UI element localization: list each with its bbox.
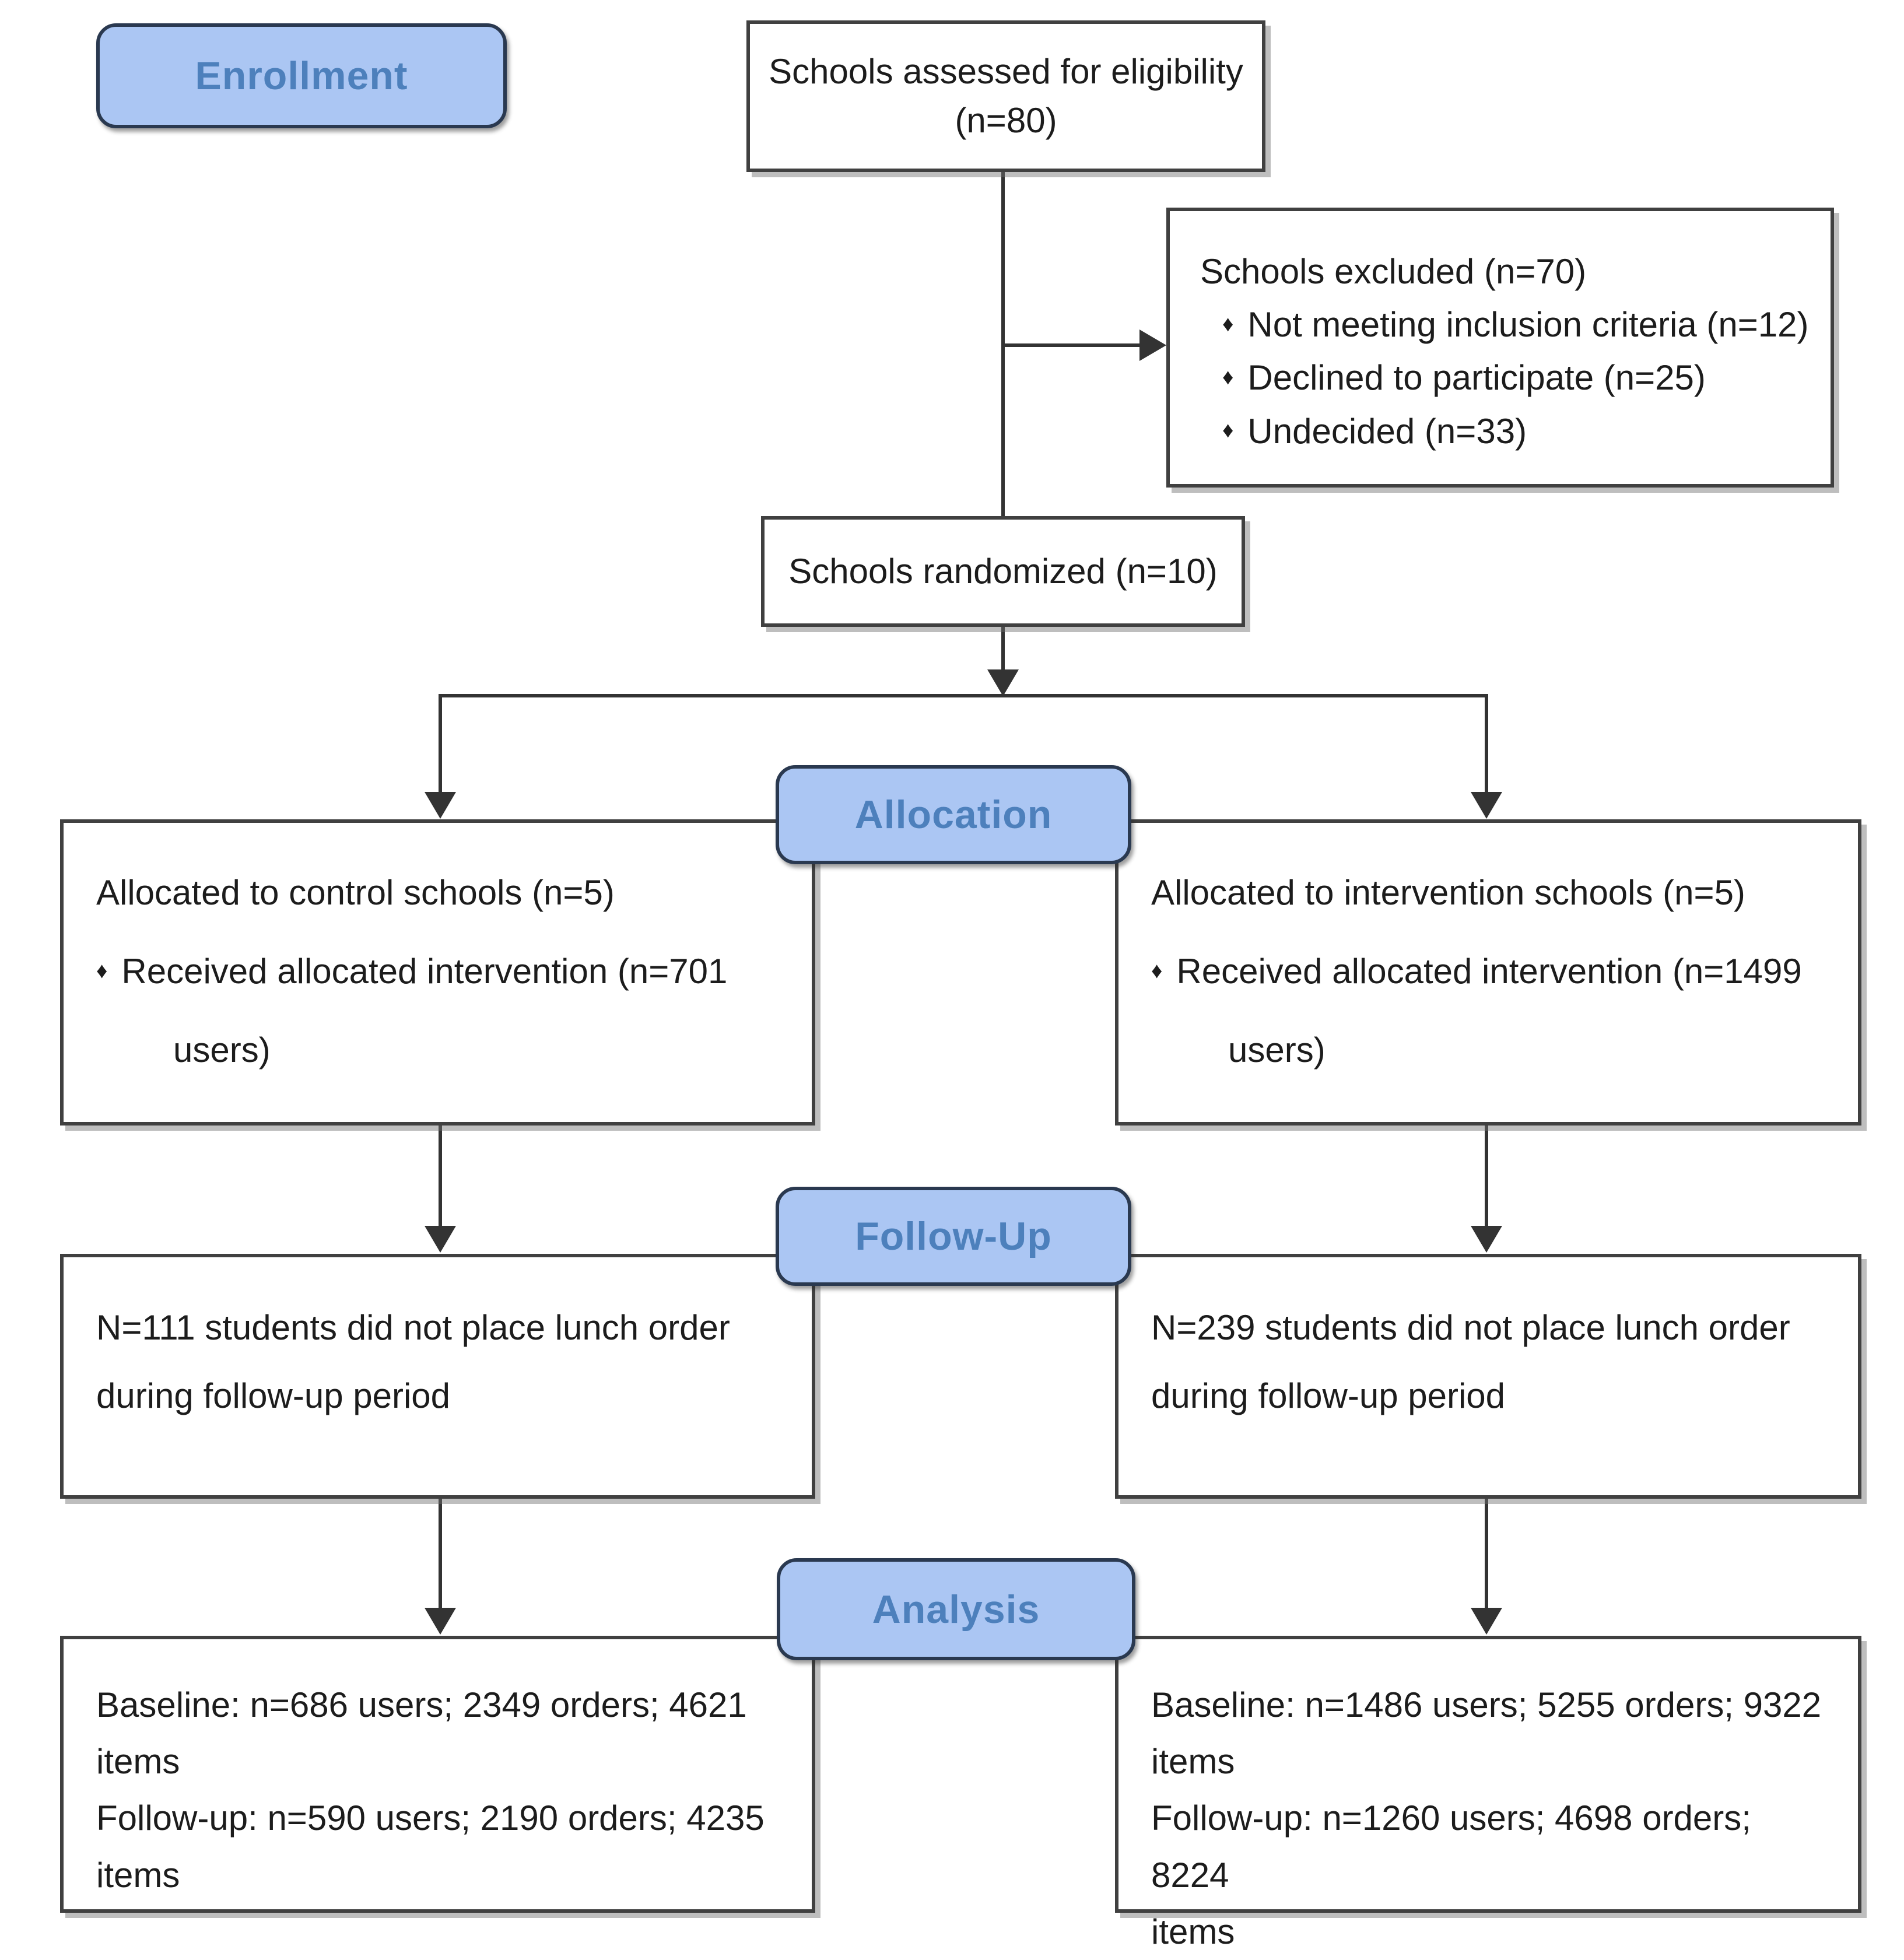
arrowhead-into-intervention-allocation [1471, 792, 1502, 819]
arrowhead-into-split [987, 669, 1019, 696]
box-allocated-control: Allocated to control schools (n=5) ♦ Rec… [60, 819, 815, 1125]
diamond-bullet-icon: ♦ [96, 958, 108, 983]
analysis-control-line1: Baseline: n=686 users; 2349 orders; 4621 [96, 1685, 747, 1724]
analysis-intervention-line4: items [1151, 1912, 1235, 1951]
alloc-control-bullet-row: ♦ Received allocated intervention (n=701 [96, 932, 784, 1011]
analysis-intervention-line3: Follow-up: n=1260 users; 4698 orders; 82… [1151, 1798, 1751, 1895]
connector-branch-to-excluded [1001, 343, 1140, 347]
randomized-label: Schools randomized (n=10) [788, 552, 1218, 591]
stage-pill-analysis: Analysis [777, 1558, 1135, 1660]
diamond-bullet-icon: ♦ [1222, 311, 1234, 336]
connector-split-to-control [439, 694, 442, 794]
analysis-intervention-line2: items [1151, 1742, 1235, 1782]
excluded-bullet-row: ♦ Not meeting inclusion criteria (n=12) [1200, 298, 1819, 351]
alloc-intervention-bullet-cont: users) [1228, 1030, 1326, 1070]
box-followup-control: N=111 students did not place lunch order… [60, 1254, 815, 1499]
stage-pill-enrollment: Enrollment [96, 23, 507, 128]
arrowhead-into-intervention-analysis [1471, 1608, 1502, 1635]
box-followup-intervention: N=239 students did not place lunch order… [1115, 1254, 1861, 1499]
connector-intervention-allocation-to-followup [1485, 1125, 1488, 1229]
diamond-bullet-icon: ♦ [1222, 365, 1234, 390]
arrowhead-into-control-allocation [425, 792, 456, 819]
arrowhead-into-control-followup [425, 1226, 456, 1253]
arrowhead-into-control-analysis [425, 1608, 456, 1635]
stage-pill-allocation: Allocation [776, 765, 1131, 864]
arrowhead-into-excluded [1139, 329, 1166, 361]
split-line [440, 694, 1488, 697]
box-analysis-control: Baseline: n=686 users; 2349 orders; 4621… [60, 1636, 815, 1913]
followup-intervention-line1: N=239 students did not place lunch order [1151, 1308, 1790, 1347]
excluded-bullet-1: Not meeting inclusion criteria (n=12) [1247, 305, 1809, 345]
stage-label-allocation: Allocation [854, 793, 1053, 837]
stage-label-enrollment: Enrollment [195, 54, 408, 98]
stage-pill-followup: Follow-Up [776, 1187, 1131, 1286]
assessed-line1: Schools assessed for eligibility [769, 52, 1243, 91]
box-schools-assessed: Schools assessed for eligibility (n=80) [746, 20, 1265, 172]
connector-intervention-followup-to-analysis [1485, 1499, 1488, 1611]
connector-control-followup-to-analysis [439, 1499, 442, 1611]
stage-label-analysis: Analysis [872, 1587, 1040, 1632]
analysis-intervention-line1: Baseline: n=1486 users; 5255 orders; 932… [1151, 1685, 1822, 1724]
alloc-intervention-title: Allocated to intervention schools (n=5) [1151, 873, 1745, 912]
followup-control-line2: during follow-up period [96, 1376, 451, 1415]
excluded-bullet-2: Declined to participate (n=25) [1247, 358, 1706, 398]
analysis-control-line3: Follow-up: n=590 users; 2190 orders; 423… [96, 1798, 765, 1838]
alloc-intervention-bullet-row: ♦ Received allocated intervention (n=149… [1151, 932, 1830, 1011]
box-schools-randomized: Schools randomized (n=10) [761, 516, 1245, 627]
followup-intervention-line2: during follow-up period [1151, 1376, 1506, 1415]
excluded-title: Schools excluded (n=70) [1200, 252, 1587, 291]
connector-split-to-intervention [1485, 694, 1488, 794]
excluded-bullet-row: ♦ Declined to participate (n=25) [1200, 351, 1819, 404]
stage-label-followup: Follow-Up [855, 1214, 1052, 1258]
alloc-intervention-bullet: Received allocated intervention (n=1499 [1176, 952, 1802, 991]
assessed-line2: (n=80) [955, 101, 1057, 140]
alloc-control-title: Allocated to control schools (n=5) [96, 873, 615, 912]
diamond-bullet-icon: ♦ [1222, 418, 1234, 443]
diamond-bullet-icon: ♦ [1151, 958, 1163, 983]
connector-randomized-to-split [1001, 627, 1005, 674]
analysis-control-line4: items [96, 1855, 180, 1895]
box-allocated-intervention: Allocated to intervention schools (n=5) … [1115, 819, 1861, 1125]
connector-control-allocation-to-followup [439, 1125, 442, 1229]
analysis-control-line2: items [96, 1742, 180, 1782]
box-analysis-intervention: Baseline: n=1486 users; 5255 orders; 932… [1115, 1636, 1861, 1951]
excluded-bullet-3: Undecided (n=33) [1247, 411, 1527, 451]
alloc-control-bullet-cont: users) [173, 1030, 271, 1070]
followup-control-line1: N=111 students did not place lunch order [96, 1308, 730, 1347]
box-schools-excluded: Schools excluded (n=70) ♦ Not meeting in… [1166, 208, 1834, 488]
alloc-control-bullet: Received allocated intervention (n=701 [121, 952, 728, 991]
excluded-bullet-row: ♦ Undecided (n=33) [1200, 405, 1819, 458]
arrowhead-into-intervention-followup [1471, 1226, 1502, 1253]
